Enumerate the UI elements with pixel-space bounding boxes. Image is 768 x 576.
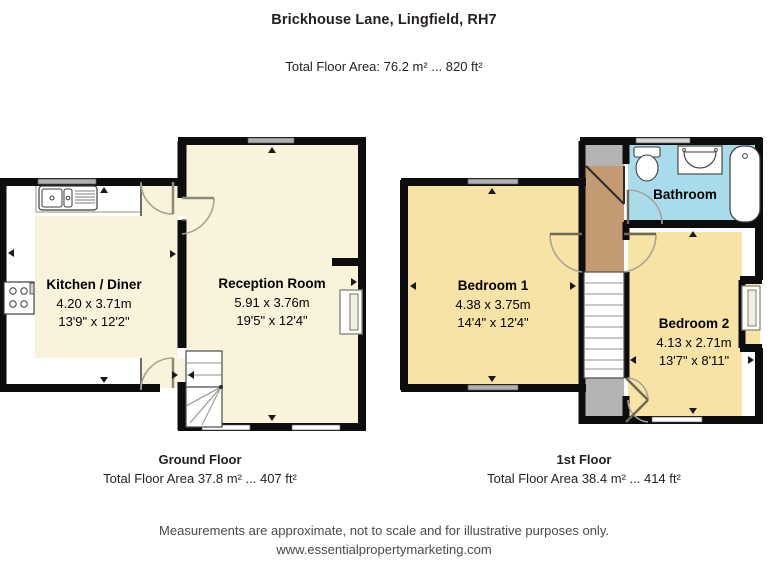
ground-floor-area: Total Floor Area 37.8 m² ... 407 ft² <box>103 471 297 486</box>
svg-text:13'7" x 8'11": 13'7" x 8'11" <box>659 353 730 368</box>
window-reception-top <box>247 137 295 144</box>
first-floor-plan <box>400 137 763 424</box>
basin-icon <box>677 145 723 175</box>
room-fill-kitchen <box>35 184 178 388</box>
first-floor-area: Total Floor Area 38.4 m² ... 414 ft² <box>487 471 681 486</box>
windows-ground <box>37 137 341 431</box>
room-fill-landing <box>584 164 624 272</box>
room-label-bedroom1: Bedroom 1 4.38 x 3.75m 14'4" x 12'4" <box>455 278 530 330</box>
door-arc-bedroom2 <box>623 233 657 273</box>
svg-text:14'4" x 12'4": 14'4" x 12'4" <box>457 315 529 330</box>
dimension-arrows-ground <box>8 147 357 421</box>
svg-text:Bedroom 2: Bedroom 2 <box>659 316 730 331</box>
room-label-bedroom2: Bedroom 2 4.13 x 2.71m 13'7" x 8'11" <box>656 316 731 368</box>
disclaimer-line-2[interactable]: www.essentialpropertymarketing.com <box>276 542 492 557</box>
svg-text:Bathroom: Bathroom <box>653 187 717 202</box>
total-floor-area: Total Floor Area: 76.2 m² ... 820 ft² <box>285 59 483 74</box>
svg-text:Reception Room: Reception Room <box>218 276 325 291</box>
landing-hatch <box>585 165 625 205</box>
toilet-icon <box>633 146 661 182</box>
svg-text:5.91 x 3.76m: 5.91 x 3.76m <box>234 295 309 310</box>
sink-icon <box>38 185 98 211</box>
window-bedroom1-bottom <box>467 384 519 391</box>
door-arc-hall-to-reception <box>181 197 215 235</box>
kitchen-worktop <box>35 186 140 213</box>
disclaimer: Measurements are approximate, not to sca… <box>0 521 768 559</box>
room-label-kitchen: Kitchen / Diner 4.20 x 3.71m 13'9" x 12'… <box>46 277 142 329</box>
window-bathroom-top <box>635 137 691 144</box>
first-floor-name: 1st Floor <box>556 452 612 467</box>
door-swings-first <box>549 189 663 423</box>
window-kitchen-top <box>37 178 97 185</box>
ground-floor-name: Ground Floor <box>158 452 242 467</box>
page-title: Brickhouse Lane, Lingfield, RH7 <box>271 12 497 28</box>
window-reception-bottom-right <box>291 424 341 431</box>
svg-text:Kitchen / Diner: Kitchen / Diner <box>46 277 142 292</box>
staircase-icon <box>583 271 625 379</box>
door-arc-kitchen-bottom <box>140 357 174 391</box>
window-bedroom2-bottom <box>651 416 703 423</box>
bathtub-icon <box>729 145 761 223</box>
room-label-bathroom: Bathroom <box>653 187 717 202</box>
door-swings-ground <box>140 181 215 391</box>
void-top <box>584 144 624 166</box>
svg-text:4.38 x 3.75m: 4.38 x 3.75m <box>455 297 530 312</box>
dimension-arrows-first <box>410 188 754 414</box>
door-leaves-first <box>550 190 656 423</box>
void-bottom <box>584 376 624 422</box>
room-fill-bedroom2 <box>628 232 760 420</box>
ground-floor-plan <box>0 137 366 431</box>
door-arc-bedroom1 <box>549 233 583 273</box>
staircase-icon <box>185 350 223 428</box>
disclaimer-line-1: Measurements are approximate, not to sca… <box>159 523 609 538</box>
door-arc-bathroom <box>627 189 663 225</box>
window-bedroom1-top <box>467 178 519 185</box>
room-label-reception: Reception Room 5.91 x 3.76m 19'5" x 12'4… <box>218 276 325 328</box>
svg-text:Bedroom 1: Bedroom 1 <box>458 278 529 293</box>
svg-text:13'9" x 12'2": 13'9" x 12'2" <box>58 314 130 329</box>
windows-first <box>467 137 703 423</box>
svg-text:19'5" x 12'4": 19'5" x 12'4" <box>236 313 308 328</box>
ground-floor-caption: Ground Floor Total Floor Area 37.8 m² ..… <box>20 452 380 486</box>
svg-text:4.20 x 3.71m: 4.20 x 3.71m <box>56 296 131 311</box>
hob-icon <box>3 281 35 315</box>
room-fill-bedroom1 <box>404 184 582 388</box>
svg-text:4.13 x 2.71m: 4.13 x 2.71m <box>656 335 731 350</box>
reception-right-recess <box>339 289 363 335</box>
door-arc-bedroom2-bottom-a <box>627 377 649 401</box>
bedroom2-right-recess <box>741 285 761 331</box>
first-floor-caption: 1st Floor Total Floor Area 38.4 m² ... 4… <box>404 452 764 486</box>
door-arc-kitchen-top <box>140 181 174 215</box>
